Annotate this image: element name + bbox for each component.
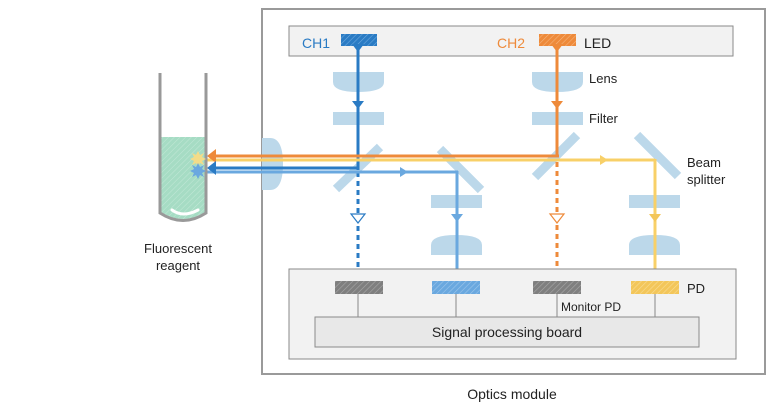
ch2-led — [539, 34, 576, 46]
ch2-monitor-arrow — [548, 213, 566, 224]
ch1-label: CH1 — [302, 35, 330, 51]
ch1-led — [341, 34, 377, 46]
lens-label: Lens — [589, 71, 618, 86]
yellow-fluorescence-icon — [190, 151, 206, 167]
led-label: LED — [584, 35, 611, 51]
ch1-monitor-pd — [335, 281, 383, 294]
yellow-emission-arrow-down — [649, 214, 661, 222]
objective-lens — [262, 138, 283, 190]
blue-arrow-right — [400, 167, 408, 177]
ch2-led-arrow — [551, 44, 563, 52]
optics-module-label: Optics module — [467, 386, 557, 402]
yellow-pd — [631, 281, 679, 294]
signal-processing-board — [314, 316, 700, 348]
reagent-label-1: Fluorescent — [144, 241, 212, 256]
tube-highlight — [170, 208, 200, 216]
blue-fluorescence-icon — [190, 163, 206, 179]
ch1-monitor-arrow — [349, 213, 367, 224]
reagent-label-2: reagent — [156, 258, 200, 273]
ch1-arrow-left — [207, 161, 216, 175]
ch2-monitor-pd — [533, 281, 581, 294]
board-label: Signal processing board — [432, 324, 582, 340]
beam-splitter-label-1: Beam — [687, 155, 721, 170]
yellow-arrow-right — [600, 155, 608, 165]
monitor-pd-label: Monitor PD — [561, 300, 621, 314]
ch1-arrow-down — [352, 101, 364, 109]
blue-emission-arrow-down — [451, 214, 463, 222]
filter-label: Filter — [589, 111, 619, 126]
ch2-arrow-left — [207, 149, 216, 163]
ch2-arrow-down — [551, 101, 563, 109]
blue-pd — [432, 281, 480, 294]
test-tube — [158, 73, 208, 222]
beam-splitter-yellow-emission — [633, 131, 682, 180]
pd-label: PD — [687, 281, 705, 296]
beam-splitter-label-2: splitter — [687, 172, 726, 187]
ch2-label: CH2 — [497, 35, 525, 51]
ch1-led-arrow — [352, 44, 364, 52]
